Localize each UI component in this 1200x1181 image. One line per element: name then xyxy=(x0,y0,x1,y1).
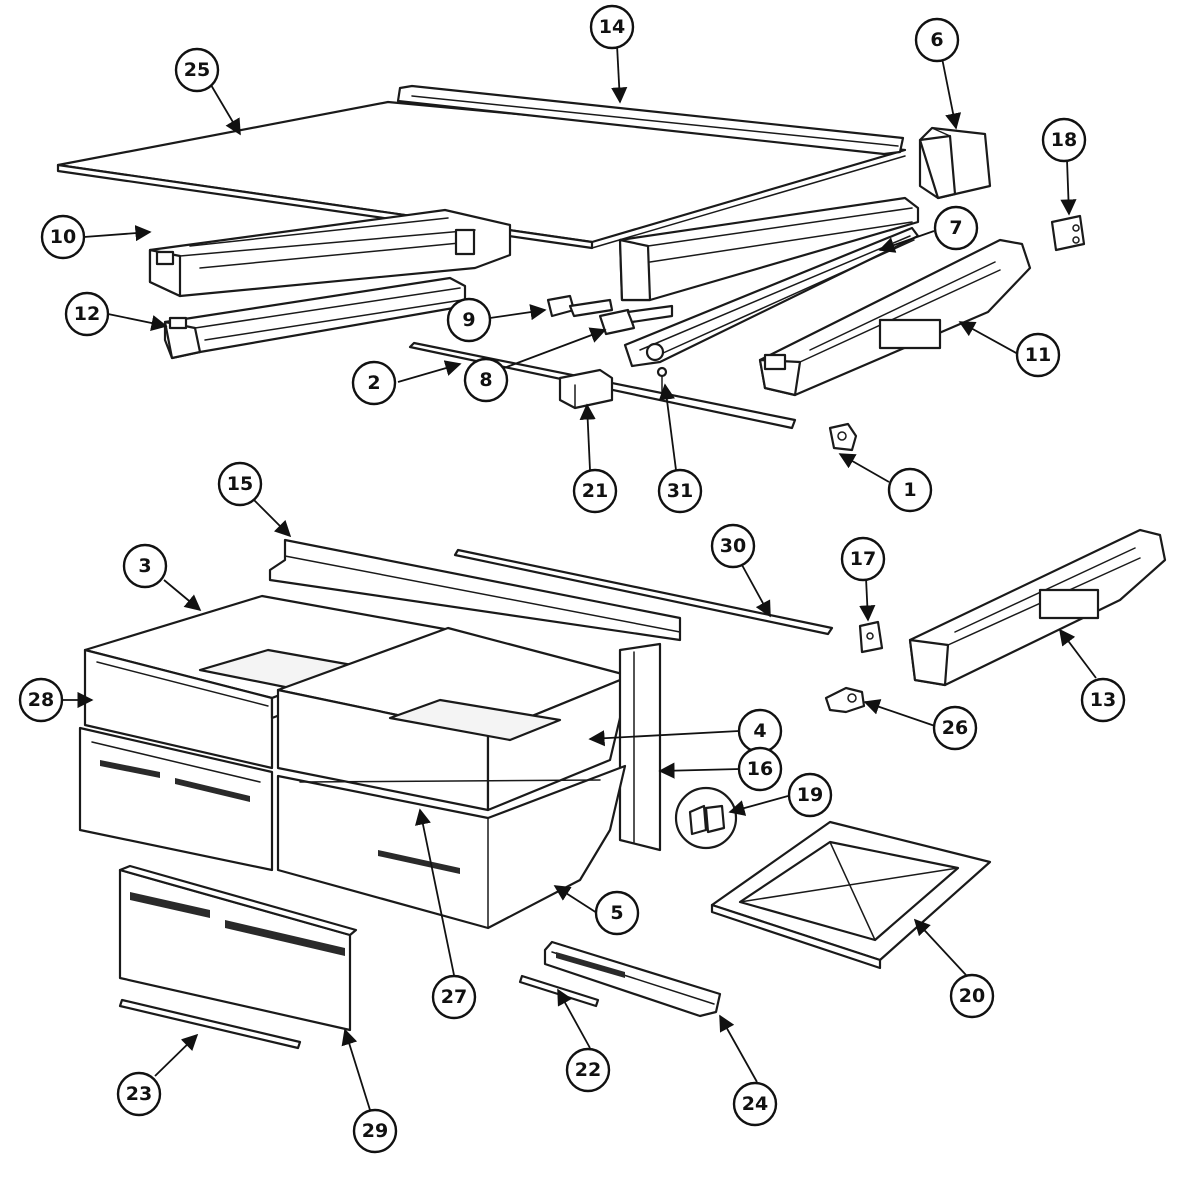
callout-27-label: 27 xyxy=(441,986,467,1008)
callout-12: 12 xyxy=(64,291,110,337)
callout-30-label: 30 xyxy=(720,535,746,557)
callout-5-label: 5 xyxy=(610,902,623,924)
rear-shelf-trim-part xyxy=(396,84,905,156)
crisper-drawer-right-part xyxy=(276,626,632,812)
leader-lines xyxy=(62,44,1097,1111)
small-clip-part xyxy=(828,422,858,452)
callout-21-label: 21 xyxy=(582,480,608,502)
callout-2: 2 xyxy=(351,360,397,406)
callout-8-label: 8 xyxy=(479,369,492,391)
callout-10: 10 xyxy=(40,214,86,260)
callout-25: 25 xyxy=(174,47,220,93)
callout-15: 15 xyxy=(217,461,263,507)
side-panel-part xyxy=(618,642,662,852)
callout-16: 16 xyxy=(737,746,783,792)
callout-11: 11 xyxy=(1015,332,1061,378)
callout-26-label: 26 xyxy=(942,717,968,739)
callout-24-label: 24 xyxy=(742,1093,768,1115)
right-drawer-support-part xyxy=(758,238,1032,397)
shelf-support-bracket-part xyxy=(918,126,992,200)
callout-31-label: 31 xyxy=(667,480,693,502)
callout-9-label: 9 xyxy=(462,309,475,331)
stop-block-part xyxy=(558,368,614,410)
callout-17-label: 17 xyxy=(850,548,876,570)
callout-21: 21 xyxy=(572,468,618,514)
callout-28: 28 xyxy=(18,677,64,723)
callout-1: 1 xyxy=(887,467,933,513)
clip-part xyxy=(546,294,614,318)
callout-27: 27 xyxy=(431,974,477,1020)
left-drawer-front-part xyxy=(78,726,274,872)
callout-31: 31 xyxy=(657,468,703,514)
callout-23: 23 xyxy=(116,1071,162,1117)
rod-part-30 xyxy=(453,548,834,636)
lower-bin-part xyxy=(276,764,627,930)
callout-6: 6 xyxy=(914,17,960,63)
callout-14-label: 14 xyxy=(599,16,625,38)
callout-3: 3 xyxy=(122,543,168,589)
bracket-part xyxy=(1050,214,1086,252)
callout-10-label: 10 xyxy=(50,226,76,248)
tray-frame-part xyxy=(710,820,992,970)
callout-4-label: 4 xyxy=(753,720,766,742)
callout-13-label: 13 xyxy=(1090,689,1116,711)
cam-part xyxy=(824,686,866,714)
right-upper-rail-part xyxy=(618,196,920,302)
slide-track-part xyxy=(623,226,920,368)
slide-rail-part xyxy=(543,940,722,1018)
callout-13: 13 xyxy=(1080,677,1126,723)
callout-20: 20 xyxy=(949,973,995,1019)
callout-30: 30 xyxy=(710,523,756,569)
callout-18-label: 18 xyxy=(1051,129,1077,151)
callout-6-label: 6 xyxy=(930,29,943,51)
callout-20-label: 20 xyxy=(959,985,985,1007)
callout-29: 29 xyxy=(352,1108,398,1154)
callout-15-label: 15 xyxy=(227,473,253,495)
callout-23-label: 23 xyxy=(126,1083,152,1105)
callout-7: 7 xyxy=(933,205,979,251)
callout-3-label: 3 xyxy=(138,555,151,577)
callout-26: 26 xyxy=(932,705,978,751)
callout-7-label: 7 xyxy=(949,217,962,239)
callout-19-label: 19 xyxy=(797,784,823,806)
callout-16-label: 16 xyxy=(747,758,773,780)
screw-part xyxy=(656,366,668,393)
callout-9: 9 xyxy=(446,297,492,343)
callout-24: 24 xyxy=(732,1081,778,1127)
callout-14: 14 xyxy=(589,4,635,50)
drawer-front-panel-part xyxy=(118,864,358,1032)
left-upper-rail-part xyxy=(148,208,512,298)
callout-25-label: 25 xyxy=(184,59,210,81)
callout-17: 17 xyxy=(840,536,886,582)
callout-11-label: 11 xyxy=(1025,344,1051,366)
clip-part-17 xyxy=(858,620,884,654)
callout-29-label: 29 xyxy=(362,1120,388,1142)
left-lower-rail-part xyxy=(163,276,467,360)
callout-2-label: 2 xyxy=(367,372,380,394)
callout-22: 22 xyxy=(565,1047,611,1093)
upper-front-trim-part xyxy=(268,538,682,642)
callout-8: 8 xyxy=(463,357,509,403)
callout-22-label: 22 xyxy=(575,1059,601,1081)
callout-1-label: 1 xyxy=(903,479,916,501)
callout-28-label: 28 xyxy=(28,689,54,711)
callout-12-label: 12 xyxy=(74,303,100,325)
clip-detail-part xyxy=(674,786,738,850)
callout-5: 5 xyxy=(594,890,640,936)
callout-19: 19 xyxy=(787,772,833,818)
trim-strip-part xyxy=(118,998,302,1050)
right-lower-drawer-support-part xyxy=(908,528,1167,687)
callout-18: 18 xyxy=(1041,117,1087,163)
callout-4: 4 xyxy=(737,708,783,754)
